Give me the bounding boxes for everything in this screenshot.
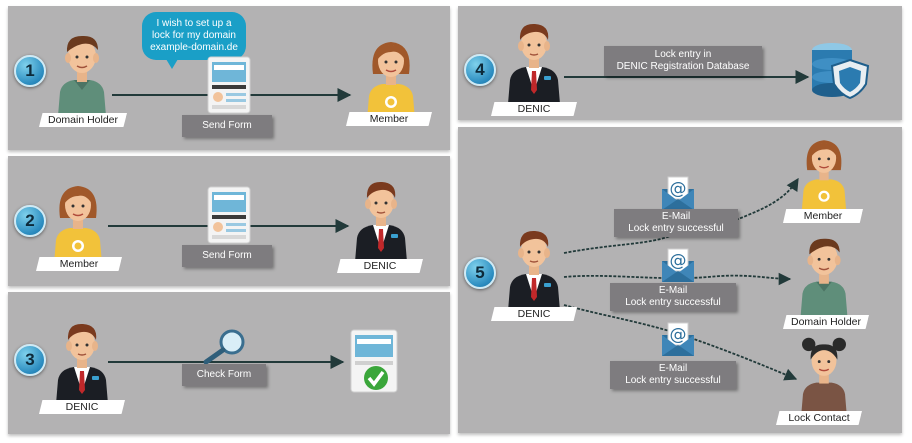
action-label: Send Form — [202, 120, 252, 131]
actor-label-member: Member — [346, 112, 432, 126]
magnifier-icon — [203, 329, 245, 364]
actor-label-denic: DENIC — [491, 102, 577, 116]
email-envelope-icon — [660, 247, 696, 283]
step-badge: 5 — [464, 257, 496, 289]
email-notice-box: E-Mail Lock entry successful — [614, 209, 738, 237]
step-4-panel: 4 Lock entry in DENIC Registration Datab… — [458, 6, 902, 120]
step-badge: 4 — [464, 54, 496, 86]
recipient-label-member: Member — [783, 209, 863, 223]
email-title: E-Mail — [661, 211, 691, 222]
businessman-icon — [504, 14, 564, 104]
checked-form-icon — [350, 329, 398, 393]
actor-label-denic: DENIC — [337, 259, 423, 273]
step-badge: 1 — [14, 55, 46, 87]
form-icon — [207, 186, 251, 244]
database-shield-icon — [812, 43, 870, 100]
man-icon — [52, 26, 112, 116]
businessman-icon — [52, 314, 112, 404]
step-1-panel: 1 I wish to set up a lock for my domain … — [8, 6, 450, 150]
action-box: Send Form — [182, 115, 272, 137]
email-text: Lock entry successful — [625, 297, 721, 308]
speech-bubble: I wish to set up a lock for my domain ex… — [142, 12, 246, 69]
action-label: Check Form — [196, 369, 252, 380]
step-badge: 2 — [14, 205, 46, 237]
email-envelope-icon — [660, 321, 696, 357]
recipient-label-lock-contact: Lock Contact — [776, 411, 862, 425]
step-2-panel: 2 Send Form Member DENIC — [8, 156, 450, 286]
email-title: E-Mail — [658, 285, 688, 296]
businessman-icon — [504, 221, 564, 311]
form-icon — [207, 56, 251, 114]
action-label-line1: Lock entry in — [654, 49, 712, 60]
woman-icon — [48, 174, 108, 264]
woman-icon — [794, 129, 854, 213]
email-text: Lock entry successful — [625, 375, 721, 386]
action-label: Send Form — [202, 250, 252, 261]
recipient-label-domain-holder: Domain Holder — [783, 315, 869, 329]
actor-label-denic: DENIC — [39, 400, 125, 414]
woman-icon — [361, 30, 421, 120]
email-title: E-Mail — [658, 363, 688, 374]
action-label-line2: DENIC Registration Database — [616, 61, 750, 72]
step-3-panel: 3 Check Form DENIC — [8, 292, 450, 434]
flow-arrow — [563, 272, 792, 286]
email-envelope-icon — [660, 175, 696, 211]
action-box: Lock entry in DENIC Registration Databas… — [604, 46, 762, 76]
action-box: Send Form — [182, 245, 272, 267]
email-notice-box: E-Mail Lock entry successful — [610, 283, 736, 311]
email-notice-box: E-Mail Lock entry successful — [610, 361, 736, 389]
step-5-panel: 5 DENIC E-Mail Lock entry successful E-M… — [458, 127, 902, 433]
actor-label-member: Member — [36, 257, 122, 271]
step-badge: 3 — [14, 344, 46, 376]
businessman-icon — [351, 172, 411, 262]
action-box: Check Form — [182, 364, 266, 386]
man-icon — [794, 229, 854, 317]
email-text: Lock entry successful — [628, 223, 724, 234]
actor-label-domain-holder: Domain Holder — [39, 113, 127, 127]
actor-label-denic: DENIC — [491, 307, 577, 321]
lock-contact-icon — [794, 331, 854, 417]
